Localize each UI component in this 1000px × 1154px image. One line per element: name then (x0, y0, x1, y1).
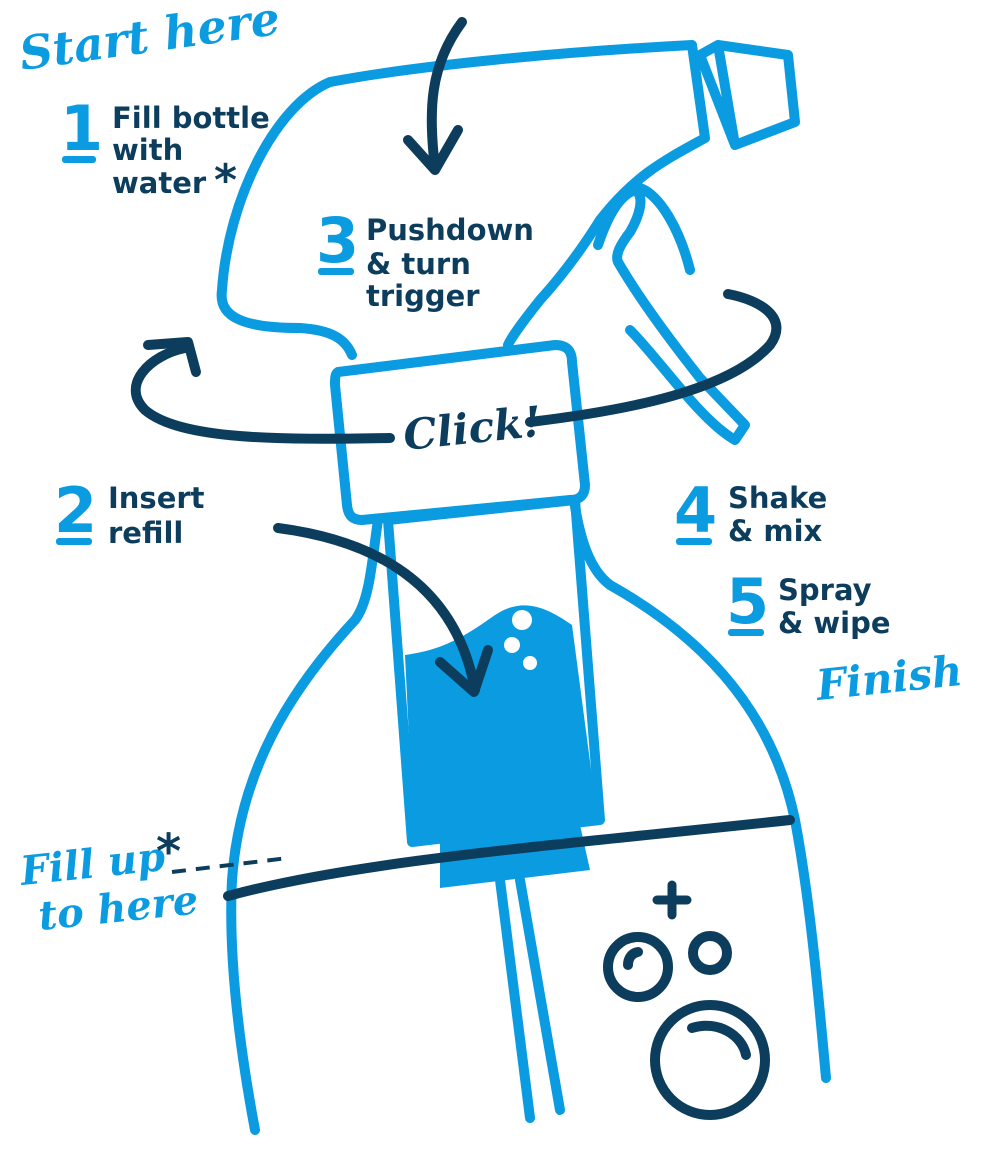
step-text-line: water (112, 166, 207, 200)
asterisk-fill-line: * (156, 824, 181, 880)
step-2: 2 Insert refill (54, 474, 205, 550)
step-text-line: with (112, 133, 183, 167)
start-label: Start here (16, 0, 283, 81)
step-text-line: & turn (366, 247, 471, 281)
step-text-line: & mix (728, 514, 823, 548)
step-text-line: Fill bottle (112, 101, 270, 135)
step-text-line: refill (108, 516, 183, 550)
finish-label: Finish (813, 646, 965, 710)
fill-line-pointer (171, 856, 289, 874)
step-number: 5 (726, 565, 769, 638)
fill-line (223, 815, 795, 901)
bubbles-icon (603, 931, 770, 1120)
step-number: 4 (674, 474, 717, 547)
step-text-line: & wipe (778, 606, 891, 640)
step-number: 3 (316, 204, 359, 277)
bottle-body-right (569, 495, 831, 1083)
arrow-insert-icon (273, 523, 493, 697)
trigger-inner (635, 183, 695, 275)
step-text-line: Pushdown (366, 213, 534, 247)
nozzle (695, 40, 800, 150)
bottle-body-left (226, 515, 383, 1135)
step-text-line: Spray (778, 573, 872, 607)
step-3: 3 Pushdown & turn trigger (316, 204, 534, 313)
plus-icon (652, 880, 692, 920)
step-text-line: trigger (366, 279, 480, 313)
asterisk-step-1: * (214, 155, 237, 206)
step-5: 5 Spray & wipe (726, 565, 891, 640)
step-text-line: Shake (728, 481, 827, 515)
trigger-lever (593, 185, 750, 445)
trigger-head (216, 40, 710, 360)
dip-tube-right (515, 875, 565, 1115)
step-text-line: Insert (108, 481, 205, 515)
dip-tube-left (495, 875, 535, 1123)
click-label: Click! (401, 397, 544, 460)
rotate-arrow-icon (130, 289, 782, 444)
refill-pod-icon (383, 495, 605, 888)
step-4: 4 Shake & mix (674, 474, 827, 548)
step-number: 2 (54, 474, 97, 547)
arrow-down-icon (403, 17, 467, 175)
step-number: 1 (60, 92, 103, 165)
step-1: 1 Fill bottle with water (60, 92, 270, 200)
